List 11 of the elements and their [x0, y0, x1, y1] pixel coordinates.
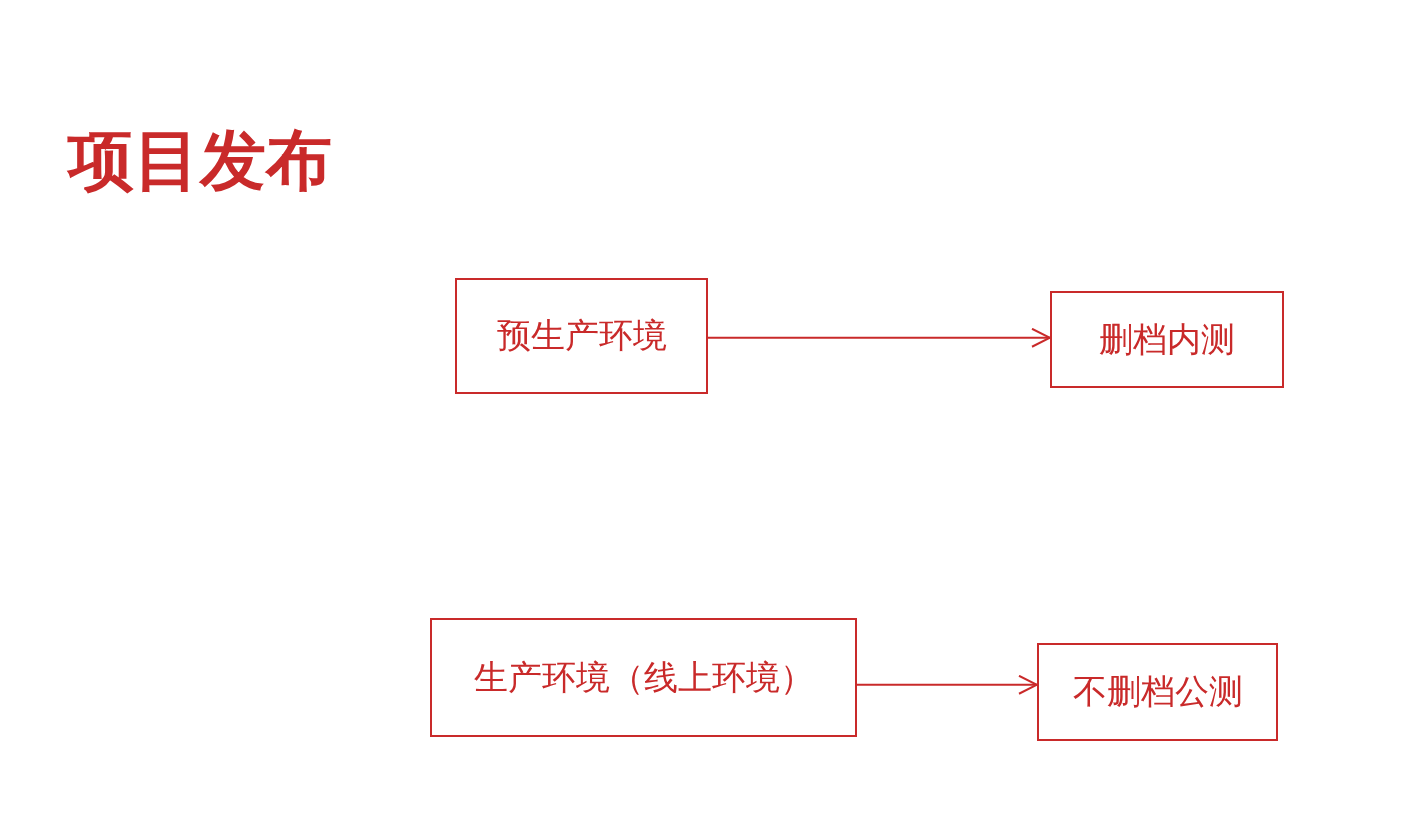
title: 项目发布	[68, 121, 332, 201]
box-label: 预生产环境	[496, 314, 667, 357]
box-label: 删档内测	[1099, 317, 1235, 361]
process-box	[430, 618, 857, 737]
process-box	[1037, 643, 1278, 741]
arrow	[856, 674, 1038, 695]
process-box	[455, 278, 708, 394]
box-label: 生产环境（线上环境）	[473, 655, 814, 699]
process-box	[1050, 291, 1284, 388]
box-label: 不删档公测	[1072, 670, 1243, 713]
arrow	[707, 327, 1051, 348]
